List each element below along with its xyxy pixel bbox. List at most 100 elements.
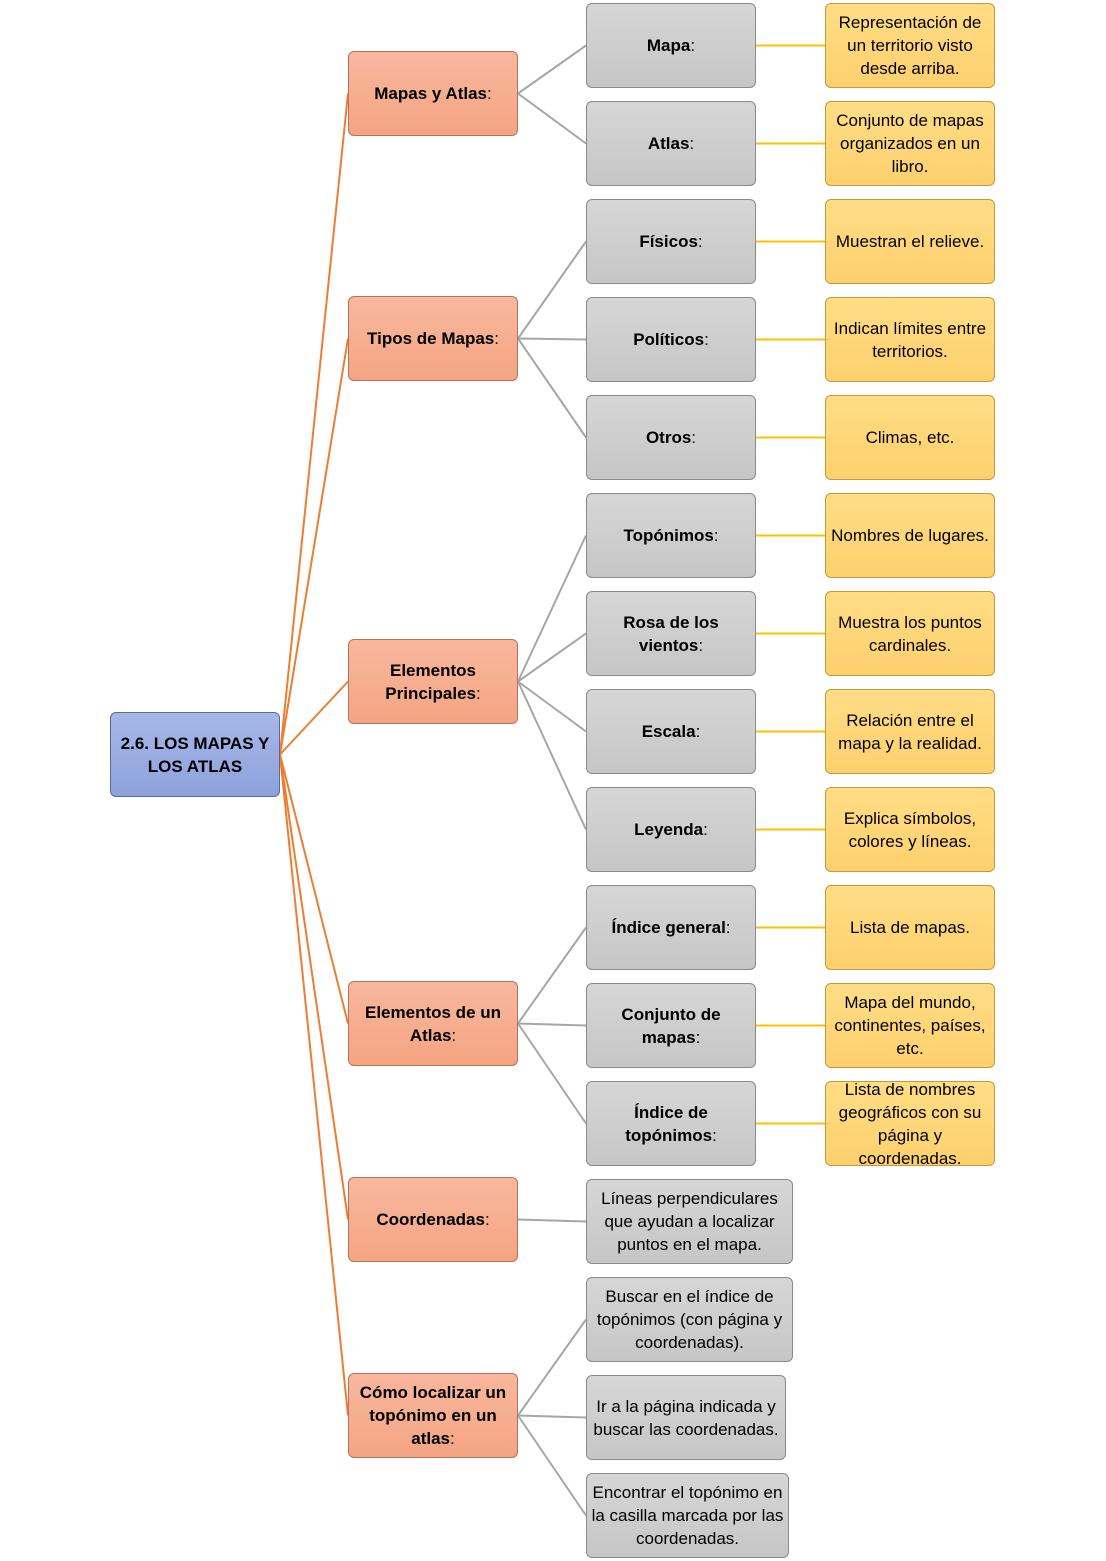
node-label: Coordenadas: — [376, 1208, 489, 1231]
node-label-colon: : — [689, 134, 695, 153]
node-label-colon: : — [450, 1429, 455, 1448]
root-connector — [279, 754, 349, 1416]
detail-node: Relación entre el mapa y la realidad. — [825, 689, 995, 774]
info-node: Líneas perpendiculares que ayudan a loca… — [586, 1179, 793, 1264]
node-label: Rosa de los vientos: — [591, 611, 751, 657]
branch-connector — [517, 240, 587, 340]
root-connector — [279, 680, 349, 756]
node-text: Buscar en el índice de topónimos (con pá… — [596, 1287, 783, 1352]
node-text: Ir a la página indicada y buscar las coo… — [593, 1396, 779, 1439]
node-label: Conjunto de mapas: — [591, 1003, 751, 1049]
subtopic-node: Leyenda: — [586, 787, 756, 872]
node-label-text: Rosa de los vientos — [623, 612, 719, 655]
node-label: Mapas y Atlas: — [374, 82, 491, 105]
detail-text: Muestra los puntos cardinales. — [838, 612, 982, 655]
detail-node: Lista de nombres geográficos con su pági… — [825, 1081, 995, 1166]
detail-text: Explica símbolos, colores y líneas. — [843, 808, 977, 851]
detail-text: Conjunto de mapas organizados en un libr… — [836, 111, 984, 176]
info-node: Ir a la página indicada y buscar las coo… — [586, 1375, 786, 1460]
node-label-colon: : — [494, 329, 499, 348]
node-label-text: Mapa — [646, 36, 691, 55]
detail-node: Muestra los puntos cardinales. — [825, 591, 995, 676]
branch-connector — [517, 92, 587, 145]
node-label: Físicos: — [639, 230, 702, 253]
node-label-colon: : — [695, 1027, 701, 1047]
node-label-text: Índice general — [611, 918, 726, 937]
subtopic-node: Escala: — [586, 689, 756, 774]
detail-node: Indican límites entre territorios. — [825, 297, 995, 382]
detail-node: Conjunto de mapas organizados en un libr… — [825, 101, 995, 186]
node-label-colon: : — [698, 635, 704, 655]
node-label: Atlas: — [648, 132, 694, 155]
detail-node: Representación de un territorio visto de… — [825, 3, 995, 88]
node-label-text: Atlas — [647, 134, 690, 153]
node-label-text: Mapas y Atlas — [374, 84, 487, 103]
detail-node: Nombres de lugares. — [825, 493, 995, 578]
node-label: Índice de topónimos: — [591, 1101, 751, 1147]
node-label-colon: : — [704, 330, 709, 349]
root-connector — [279, 754, 349, 1220]
root-node: 2.6. LOS MAPAS Y LOS ATLAS — [110, 712, 280, 797]
root-connector — [279, 93, 349, 755]
branch-connector — [517, 1218, 587, 1223]
node-label-text: Otros — [645, 428, 692, 447]
node-label-text: Elementos Principales — [385, 660, 476, 703]
root-connector — [279, 338, 349, 755]
node-label: Topónimos: — [623, 524, 718, 547]
node-label-text: Elementos de un Atlas — [364, 1002, 502, 1045]
node-label: Tipos de Mapas: — [367, 327, 499, 350]
detail-node: Climas, etc. — [825, 395, 995, 480]
node-label: Elementos Principales: — [353, 659, 513, 705]
branch-connector — [517, 1022, 587, 1125]
node-label-text: Topónimos — [623, 526, 714, 545]
branch-connector — [517, 535, 587, 682]
node-label: Escala: — [642, 720, 701, 743]
detail-text: Lista de mapas. — [849, 918, 970, 937]
subtopic-node: Topónimos: — [586, 493, 756, 578]
branch-node: Mapas y Atlas: — [348, 51, 518, 136]
root-title: 2.6. LOS MAPAS Y LOS ATLAS — [120, 733, 270, 776]
node-label-text: Físicos — [639, 232, 698, 251]
node-label: Políticos: — [633, 328, 709, 351]
subtopic-node: Mapa: — [586, 3, 756, 88]
detail-text: Climas, etc. — [865, 428, 955, 447]
subtopic-node: Atlas: — [586, 101, 756, 186]
detail-text: Relación entre el mapa y la realidad. — [838, 710, 982, 753]
node-label-colon: : — [725, 918, 731, 937]
node-text: Encontrar el topónimo en la casilla marc… — [591, 1483, 784, 1548]
subtopic-node: Políticos: — [586, 297, 756, 382]
node-text: Líneas perpendiculares que ayudan a loca… — [601, 1189, 778, 1254]
node-label-colon: : — [691, 428, 697, 447]
node-label-text: Escala — [641, 722, 696, 741]
detail-node: Mapa del mundo, continentes, países, etc… — [825, 983, 995, 1068]
node-label: Índice general: — [611, 916, 730, 939]
branch-connector — [517, 926, 587, 1025]
detail-text: Indican límites entre territorios. — [833, 318, 987, 361]
node-label-colon: : — [695, 722, 701, 741]
branch-connector — [517, 1414, 587, 1419]
subtopic-node: Conjunto de mapas: — [586, 983, 756, 1068]
detail-text: Mapa del mundo, continentes, países, etc… — [834, 993, 986, 1058]
detail-text: Representación de un territorio visto de… — [838, 13, 982, 78]
detail-node: Explica símbolos, colores y líneas. — [825, 787, 995, 872]
node-label-text: Coordenadas — [376, 1210, 485, 1229]
branch-node: Elementos de un Atlas: — [348, 981, 518, 1066]
detail-node: Lista de mapas. — [825, 885, 995, 970]
subtopic-node: Índice general: — [586, 885, 756, 970]
node-label-text: Políticos — [633, 330, 705, 349]
branch-connector — [517, 680, 587, 733]
subtopic-node: Rosa de los vientos: — [586, 591, 756, 676]
node-label: Elementos de un Atlas: — [353, 1001, 513, 1047]
branch-node: Cómo localizar un topónimo en un atlas: — [348, 1373, 518, 1458]
node-label-colon: : — [712, 1125, 717, 1145]
subtopic-node: Índice de topónimos: — [586, 1081, 756, 1166]
node-label: Otros: — [646, 426, 696, 449]
node-label-colon: : — [703, 820, 708, 839]
branch-node: Elementos Principales: — [348, 639, 518, 724]
branch-node: Coordenadas: — [348, 1177, 518, 1262]
branch-connector — [517, 1414, 587, 1517]
node-label-text: Índice de topónimos — [625, 1102, 713, 1145]
detail-text: Nombres de lugares. — [831, 526, 989, 545]
